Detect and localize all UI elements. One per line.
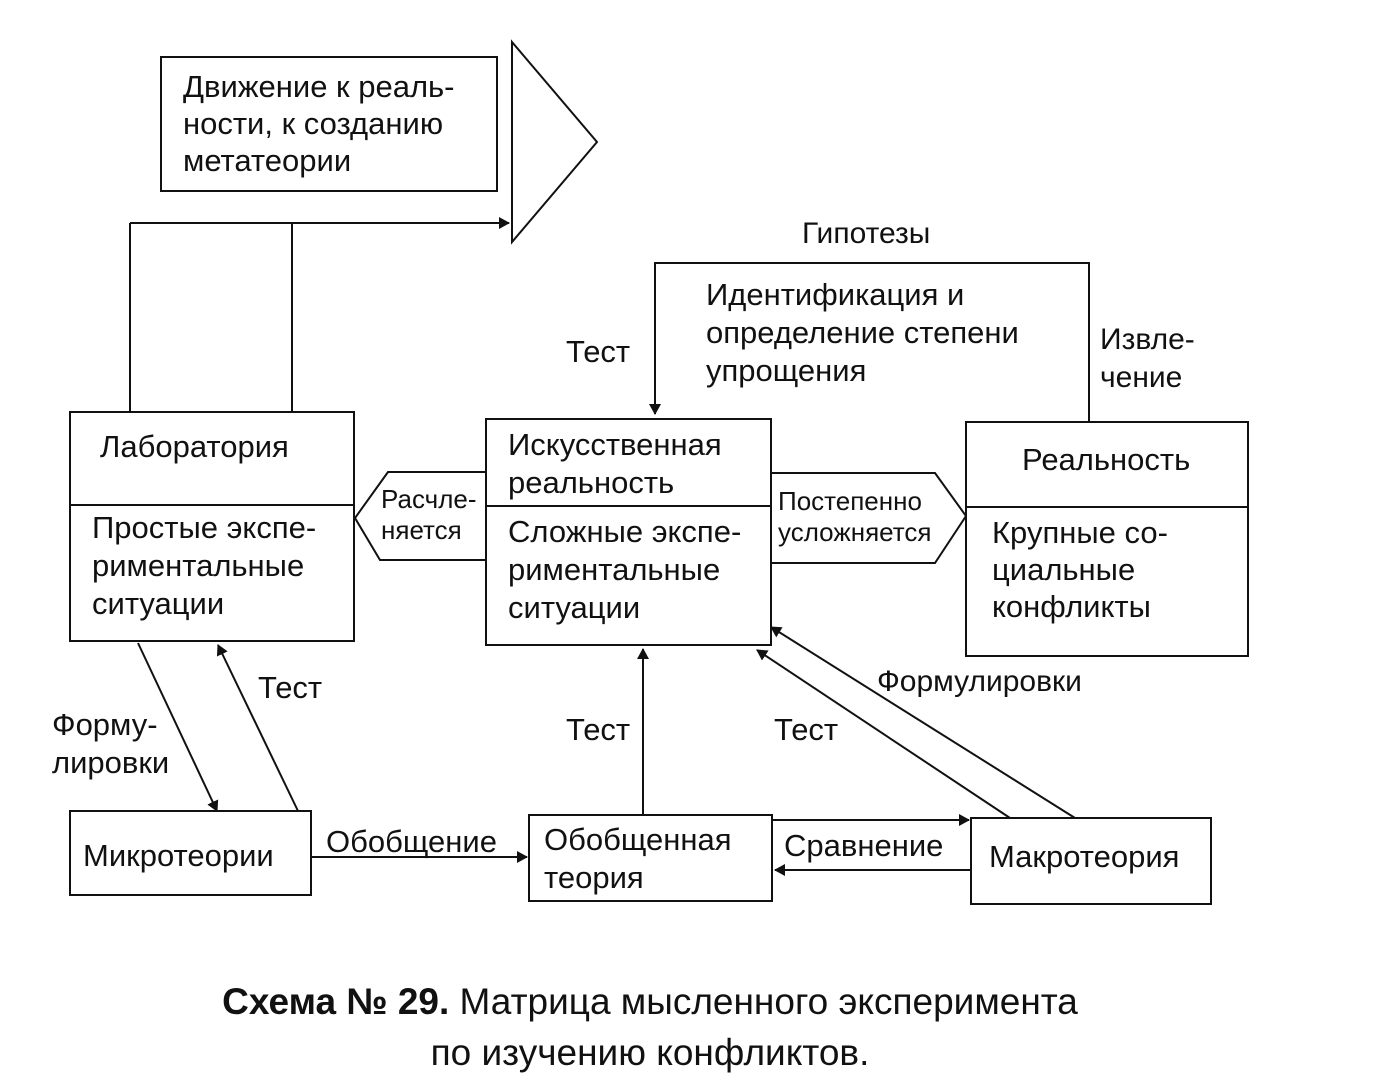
laboratory-box xyxy=(69,411,355,642)
formulations-left-label: Форму-лировки xyxy=(52,707,169,780)
gradual-label-line: Постепенно xyxy=(778,486,922,516)
artificial-reality-body-line: Сложные экспе- xyxy=(508,514,741,549)
test-right-label: Тест xyxy=(774,712,838,747)
hypotheses-loop-arrow xyxy=(649,262,1090,422)
formulations-left-label-line: лировки xyxy=(52,745,169,780)
formulations-right-label-line: Формулировки xyxy=(877,665,1082,698)
split-label-line: Расчле- xyxy=(381,484,476,514)
microtheory-box xyxy=(69,810,312,896)
general-theory-text-line: теория xyxy=(544,860,644,895)
laboratory-title: Лаборатория xyxy=(100,429,289,464)
caption-title: Матрица мысленного эксперимента xyxy=(449,981,1078,1022)
reality-title-line: Реальность xyxy=(1022,442,1190,477)
test-center-label: Тест xyxy=(566,712,630,747)
reality-title: Реальность xyxy=(1022,442,1190,477)
extraction-label: Извле-чение xyxy=(1100,323,1195,394)
test-left-label-line: Тест xyxy=(258,670,322,705)
metatheory-direction-arrow xyxy=(511,39,599,245)
macro-formulations-arrow xyxy=(770,626,1076,819)
test-left-label: Тест xyxy=(258,670,322,705)
figure-caption-line-1: Схема № 29. Матрица мысленного экспериме… xyxy=(0,980,1300,1024)
artificial-reality-body-line: ситуации xyxy=(508,590,640,625)
macrotheory-box xyxy=(970,817,1212,905)
formulations-right-label: Формулировки xyxy=(877,665,1082,698)
split-hexagon xyxy=(353,471,487,561)
macrotheory-text-line: Макротеория xyxy=(989,839,1179,874)
laboratory-body-line: ситуации xyxy=(92,586,224,621)
test-right-label-line: Тест xyxy=(774,712,838,747)
macrotheory-text: Макротеория xyxy=(989,839,1179,874)
artificial-reality-box xyxy=(485,418,772,646)
metatheory-box xyxy=(160,56,498,192)
connectors xyxy=(129,217,1090,876)
reality-body-line: конфликты xyxy=(992,589,1151,624)
hypotheses-label-line: Гипотезы xyxy=(802,217,930,250)
microtheory-text: Микротеории xyxy=(83,838,274,873)
artificial-reality-body-line: риментальные xyxy=(508,552,720,587)
general-theory-box xyxy=(528,814,773,902)
laboratory-title-line: Лаборатория xyxy=(100,429,289,464)
microtheory-text-line: Микротеории xyxy=(83,838,274,873)
test-top-label: Тест xyxy=(566,334,630,369)
identification-label-line: Идентификация и xyxy=(706,277,964,312)
micro-to-lab-arrow xyxy=(216,644,299,812)
general-theory-text-line: Обобщенная xyxy=(544,822,732,857)
formulations-left-label-line: Форму- xyxy=(52,707,158,742)
artificial-reality-title-line: реальность xyxy=(508,465,674,500)
extraction-label-line: чение xyxy=(1100,361,1182,394)
gradual-label-line: усложняется xyxy=(778,517,931,547)
metatheory-text-line: метатеории xyxy=(183,143,351,178)
extraction-label-line: Извле- xyxy=(1100,323,1195,356)
test-top-label-line: Тест xyxy=(566,334,630,369)
comparison-label: Сравнение xyxy=(784,828,943,863)
reality-box xyxy=(965,421,1249,657)
metatheory-text-line: ности, к созданию xyxy=(183,106,443,141)
generalization-label-line: Обобщение xyxy=(326,824,497,859)
reality-body-line: Крупные со- xyxy=(992,515,1168,550)
caption-number: Схема № 29. xyxy=(222,981,450,1022)
hypotheses-label: Гипотезы xyxy=(802,217,930,250)
artificial-reality-title-line: Искусственная xyxy=(508,427,722,462)
identification-label-line: определение степени xyxy=(706,315,1019,350)
laboratory-body-line: Простые экспе- xyxy=(92,510,316,545)
lab-to-micro-arrow xyxy=(137,642,219,812)
identification-label-line: упрощения xyxy=(706,353,866,388)
comparison-label-line: Сравнение xyxy=(784,828,943,863)
macro-test-arrow xyxy=(756,649,1011,819)
metatheory-text-line: Движение к реаль- xyxy=(183,69,455,104)
test-center-label-line: Тест xyxy=(566,712,630,747)
reality-body-line: циальные xyxy=(992,552,1135,587)
generalization-label: Обобщение xyxy=(326,824,497,859)
split-label-line: няется xyxy=(381,515,462,545)
figure-caption-line-2: по изучению конфликтов. xyxy=(430,1032,870,1073)
split-label: Расчле-няется xyxy=(381,484,476,545)
laboratory-body-line: риментальные xyxy=(92,548,304,583)
